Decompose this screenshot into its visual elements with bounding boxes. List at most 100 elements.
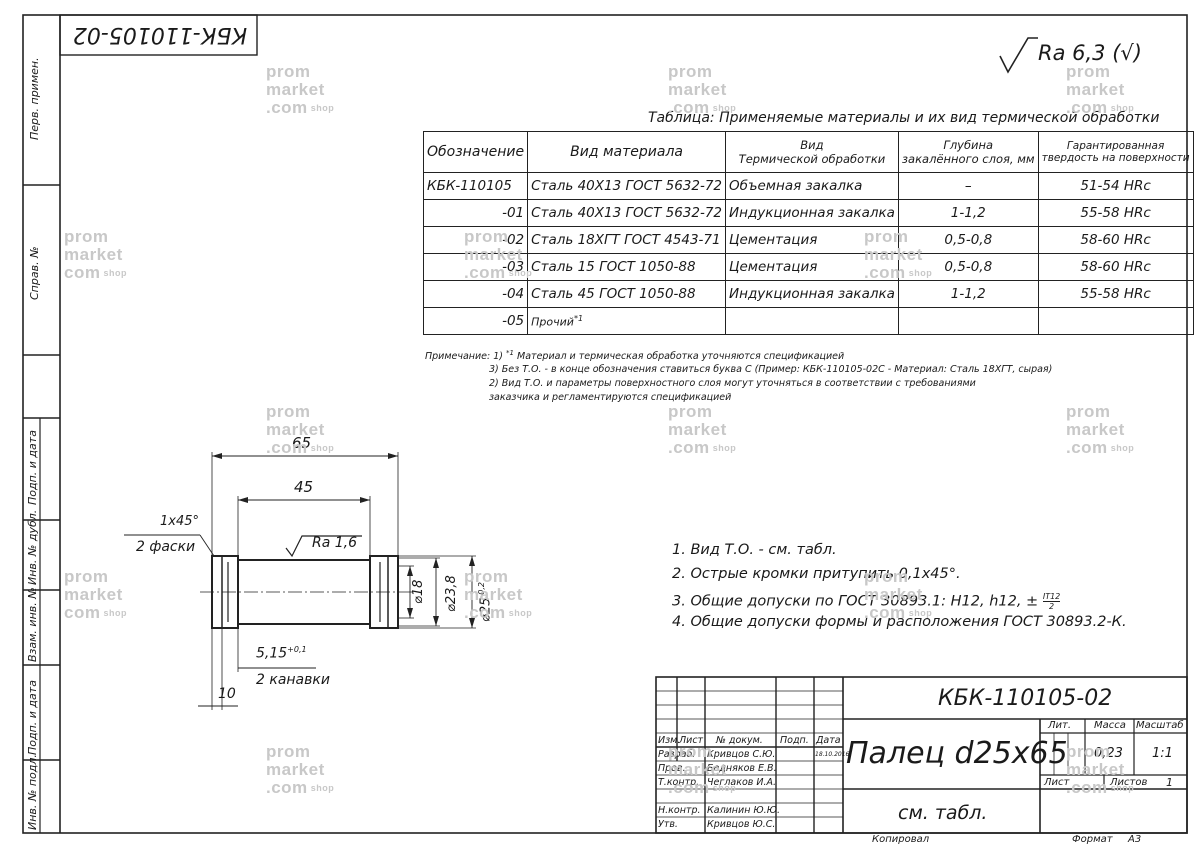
watermark-line: market <box>1066 80 1125 99</box>
cell-hardness: 58-60 HRc <box>1037 226 1194 254</box>
role-name: Кривцов С.Ю. <box>707 749 776 760</box>
watermark-text: .com <box>266 98 308 117</box>
roughness-small-check-icon: √ <box>1120 41 1134 65</box>
watermark-line: market <box>668 420 727 439</box>
groove-tol: +0,1 <box>287 645 307 654</box>
roughness-prefix: Ra 6,3 ( <box>1038 41 1121 65</box>
watermark-line: market <box>668 760 727 779</box>
fraction-denominator: 2 <box>1049 602 1055 611</box>
watermark-sup: shop <box>1110 103 1135 113</box>
watermark-line: prom <box>464 567 509 586</box>
watermark-line: prom <box>266 62 311 81</box>
watermark-sup: shop <box>908 608 933 618</box>
cell-material-text: Прочий <box>531 315 574 329</box>
watermark-sup: shop <box>508 268 533 278</box>
watermark-sup: shop <box>103 608 127 618</box>
watermark-line: prom <box>668 402 713 421</box>
watermark-text: .com <box>668 438 710 457</box>
watermark-line: prom <box>266 742 311 761</box>
groove-note: 2 канавки <box>256 672 330 688</box>
title-part-name: Палец d25x65 <box>846 736 1068 771</box>
roughness-check-icon <box>999 37 1038 74</box>
roughness-suffix: ) <box>1133 41 1142 65</box>
cell-material: Прочий*1 <box>527 307 727 335</box>
watermark-sup: shop <box>712 103 737 113</box>
cell-depth <box>897 307 1039 335</box>
watermark-text: com <box>64 263 101 282</box>
groove-label: 5,15+0,1 <box>256 645 307 662</box>
watermark-sup: shop <box>103 268 127 278</box>
watermark-sup: shop <box>310 783 335 793</box>
copied-label: Копировал <box>872 834 930 845</box>
watermark-line: prom <box>1066 62 1111 81</box>
format-label: Формат <box>1072 834 1113 845</box>
title-material: см. табл. <box>898 802 988 824</box>
cell-depth: – <box>897 172 1039 200</box>
cell-material: Сталь 15 ГОСТ 1050-88 <box>527 253 727 281</box>
header-hardness-l1: Гарантированная <box>1066 140 1165 152</box>
roughness-general: Ra 6,3 (√) <box>998 36 1168 76</box>
dim-10-label: 10 <box>218 686 236 702</box>
watermark-line: market <box>64 585 123 604</box>
title-scale-label: Масштаб <box>1136 720 1184 731</box>
table-caption: Таблица: Применяемые материалы и их вид … <box>648 110 1160 126</box>
watermark-text: .com <box>668 98 710 117</box>
watermark-line: market <box>266 80 325 99</box>
watermark-text: .com <box>266 778 308 797</box>
watermark-line: prom <box>64 567 109 586</box>
watermark-sup: shop <box>310 103 335 113</box>
header-depth-l2: закалённого слоя, мм <box>901 152 1035 166</box>
chamfer-note: 2 фаски <box>136 539 196 555</box>
role-name: Кривцов Ю.С. <box>707 819 776 830</box>
cell-material-sup: *1 <box>573 313 584 323</box>
chamfer-label: 1x45° <box>160 514 200 529</box>
role-label: Т.контр. <box>658 777 700 788</box>
fraction-numerator: IT12 <box>1042 592 1061 602</box>
watermark-text: .com <box>668 778 710 797</box>
table-row: -05 Прочий*1 <box>422 307 1194 335</box>
watermark-line: market <box>864 585 923 604</box>
notes-line-4: заказчика и регламентируются спецификаци… <box>489 392 732 403</box>
watermark-line: prom <box>464 227 509 246</box>
header-depth-l1: Глубина <box>943 138 994 152</box>
col-list-label: Лист <box>679 735 704 746</box>
col-doc-label: № докум. <box>716 735 763 746</box>
watermark-sup: shop <box>1110 783 1135 793</box>
role-name: Калинин Ю.Ю. <box>707 805 780 816</box>
groove-value: 5,15 <box>256 645 288 662</box>
requirement-3: 3. Общие допуски по ГОСТ 30893.1: H12, h… <box>672 592 1061 611</box>
cell-treatment: Объемная закалка <box>725 172 899 200</box>
role-name: Чеглаков И.А. <box>707 777 777 788</box>
role-label: Утв. <box>658 819 678 830</box>
watermark-line: prom <box>1066 742 1111 761</box>
watermark-text: .com <box>1066 778 1108 797</box>
col-izm-label: Изм. <box>658 735 681 746</box>
watermark-line: prom <box>864 227 909 246</box>
dim-65-label: 65 <box>292 434 312 452</box>
watermark-line: market <box>464 245 523 264</box>
watermark-line: prom <box>668 742 713 761</box>
